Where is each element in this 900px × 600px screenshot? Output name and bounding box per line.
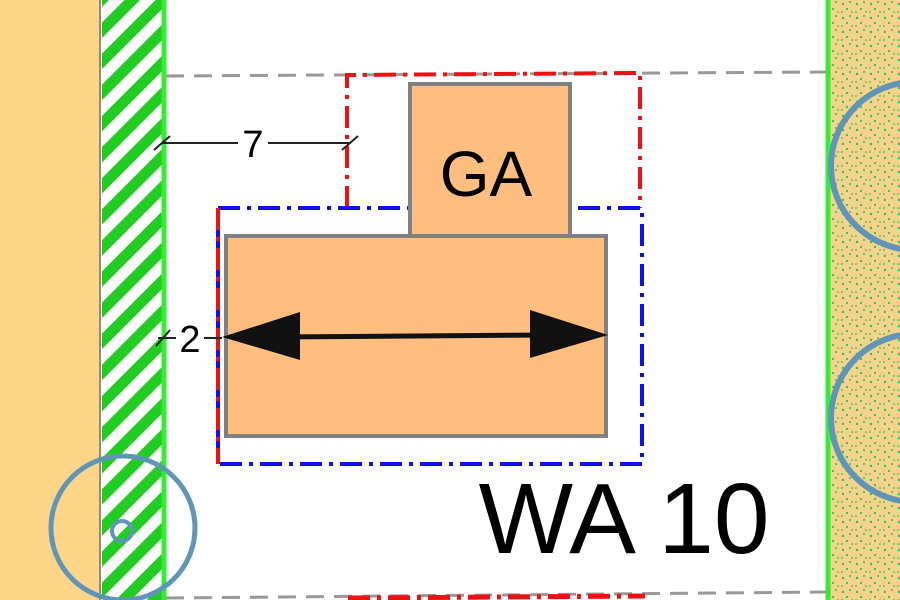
right-green-area: [828, 0, 900, 600]
tree-circle-left: [48, 453, 198, 600]
dimension-left: 2: [155, 319, 222, 361]
green-hatch-strip: [102, 0, 162, 600]
dimension-left-label: 2: [179, 319, 200, 361]
tree-circle-right-top: [828, 80, 900, 252]
left-strip: [0, 0, 100, 600]
dimension-top: 7: [153, 124, 359, 166]
tree-symbols: [48, 80, 900, 600]
envelope-bottom-red: [347, 593, 646, 600]
parcel-line-bottom: [165, 590, 827, 600]
zone-label: WA 10: [479, 463, 770, 575]
garage-envelope: [345, 70, 642, 208]
tree-trunk-left: [110, 519, 134, 543]
ridge-direction-arrow: [222, 310, 608, 360]
garage-label: GA: [440, 138, 533, 210]
tree-circle-right-bottom: [828, 332, 900, 504]
dimension-top-label: 7: [242, 124, 263, 166]
